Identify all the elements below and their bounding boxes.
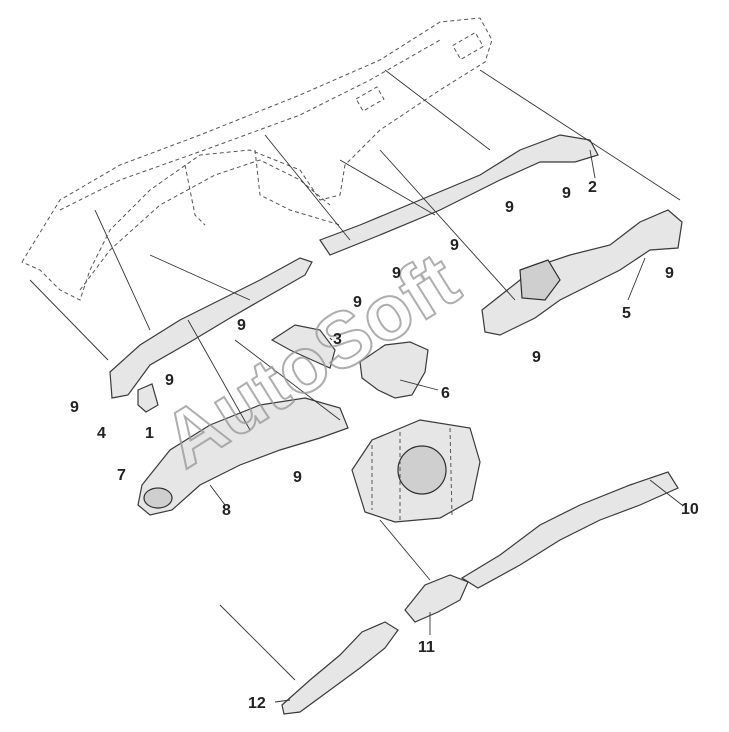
part-12-duct xyxy=(281,621,399,715)
callout-12: 12 xyxy=(248,695,266,712)
callout-5: 5 xyxy=(622,305,631,322)
part-1-outlet xyxy=(137,383,159,413)
callout-9: 9 xyxy=(505,199,514,216)
callout-6: 6 xyxy=(441,385,450,402)
callout-9: 9 xyxy=(237,317,246,334)
instrument-panel xyxy=(21,17,493,301)
hvac-unit xyxy=(351,419,481,523)
callout-9: 9 xyxy=(562,185,571,202)
part-10-duct xyxy=(460,471,679,589)
callouts: 2 9 9 9 9 9 9 9 9 9 9 9 5 3 6 4 1 7 8 10… xyxy=(70,179,699,712)
part-8-duct xyxy=(137,397,349,516)
part-11-duct xyxy=(404,574,469,623)
callout-9: 9 xyxy=(532,349,541,366)
callout-9: 9 xyxy=(165,372,174,389)
part-5-duct xyxy=(481,209,683,336)
callout-10: 10 xyxy=(681,501,699,518)
callout-9: 9 xyxy=(450,237,459,254)
callout-9: 9 xyxy=(665,265,674,282)
part-4-duct xyxy=(109,257,313,399)
callout-1: 1 xyxy=(145,425,154,442)
part-2-duct xyxy=(319,134,599,256)
callout-9: 9 xyxy=(392,265,401,282)
callout-3: 3 xyxy=(333,331,342,348)
callout-9: 9 xyxy=(293,469,302,486)
callout-4: 4 xyxy=(97,425,106,442)
callout-9: 9 xyxy=(70,399,79,416)
part-6-connector xyxy=(359,341,429,399)
part-3-duct xyxy=(270,324,336,369)
callout-2: 2 xyxy=(588,179,597,196)
callout-7: 7 xyxy=(117,467,126,484)
callout-11: 11 xyxy=(418,639,435,656)
callout-8: 8 xyxy=(222,502,231,519)
callout-9: 9 xyxy=(353,294,362,311)
leader-lines xyxy=(29,69,683,703)
